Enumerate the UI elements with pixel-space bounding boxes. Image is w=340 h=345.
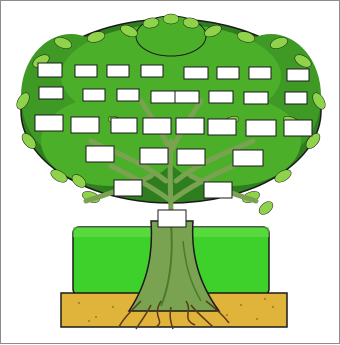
name-slot: [233, 150, 263, 166]
name-slot: [177, 149, 205, 165]
name-slot: [86, 146, 114, 162]
name-slot: [209, 91, 233, 103]
name-slot: [35, 115, 63, 131]
name-slot: [176, 118, 204, 134]
name-slot: [158, 210, 186, 227]
name-slot: [244, 92, 268, 104]
name-slot: [141, 65, 163, 77]
name-slot: [285, 92, 307, 104]
name-slot: [117, 89, 139, 101]
name-slot: [175, 91, 199, 103]
name-slot: [75, 65, 97, 77]
name-slot: [143, 118, 171, 134]
name-slot: [151, 91, 175, 103]
name-slot: [114, 180, 142, 196]
name-slot: [246, 120, 276, 136]
name-slot: [39, 87, 63, 99]
name-slot: [208, 119, 236, 135]
name-slot: [107, 65, 129, 77]
name-slot: [284, 120, 312, 136]
name-slot: [217, 67, 239, 79]
name-slot: [184, 67, 208, 79]
name-slot: [287, 69, 309, 81]
name-slot: [111, 118, 137, 133]
name-slot: [249, 67, 271, 79]
name-slot: [140, 148, 168, 164]
name-slot: [38, 63, 62, 77]
name-slot: [71, 117, 99, 133]
name-slot: [83, 89, 105, 101]
name-slot: [204, 182, 232, 198]
